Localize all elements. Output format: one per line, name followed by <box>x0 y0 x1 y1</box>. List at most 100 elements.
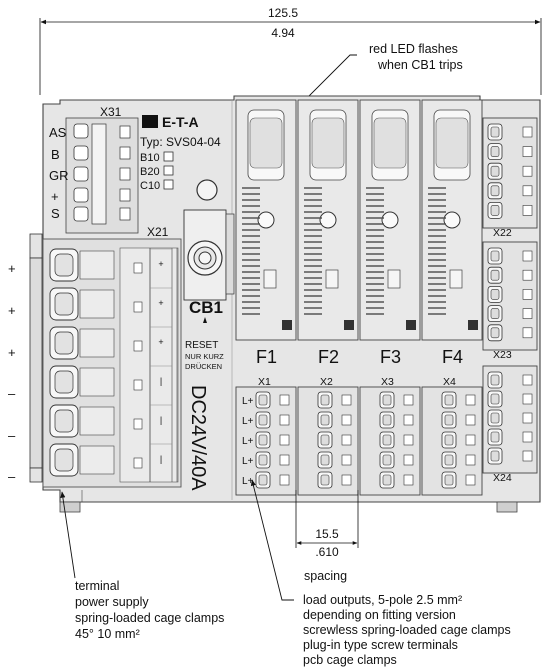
right-test-point <box>522 450 533 462</box>
output-label-x3: X3 <box>381 376 394 388</box>
reset-line1: RESET <box>185 340 218 351</box>
spacing-dimension: 15.5 .610 spacing <box>295 490 359 583</box>
supply-test-point <box>133 379 143 391</box>
supply-clamp-hole <box>54 253 74 277</box>
fuse-latch <box>325 269 339 289</box>
pin-label-4: L+ <box>242 456 254 467</box>
output-test-point <box>341 394 352 406</box>
led-callout: red LED flashes when CB1 trips <box>219 42 463 186</box>
brand-name: E-T-A <box>162 114 199 130</box>
supply-test-point <box>133 340 143 352</box>
right-clamp-hole <box>490 205 500 216</box>
fuse-label-f1: F1 <box>256 347 277 367</box>
polarity-6: – <box>8 469 16 484</box>
width-in: 4.94 <box>271 26 295 40</box>
output-clamp-hole <box>444 474 454 486</box>
load-caption-4: plug-in type screw terminals <box>303 638 458 652</box>
output-label-x2: X2 <box>320 376 333 388</box>
block-label-x22: X22 <box>493 227 512 239</box>
right-clamp-hole <box>490 269 500 281</box>
output-clamp-hole <box>382 414 392 426</box>
output-clamp-hole <box>258 394 268 406</box>
din-rail <box>29 233 43 483</box>
terminal-caption-1: terminal <box>75 579 119 593</box>
polarity-2: + <box>8 303 16 318</box>
output-test-point <box>279 454 290 466</box>
terminal-caption: terminal power supply spring-loaded cage… <box>75 579 224 641</box>
supply-clamp-lever <box>79 289 115 319</box>
fuse-led <box>381 211 399 229</box>
pin-label-2: L+ <box>242 416 254 427</box>
right-test-point <box>522 374 533 386</box>
output-clamp-hole <box>382 474 392 486</box>
output-label-x1: X1 <box>258 376 271 388</box>
output-test-point <box>465 414 476 426</box>
supply-clamp-lever <box>79 328 115 358</box>
cb1-breaker: CB1 RESET NUR KURZ DRÜCKEN <box>183 209 235 371</box>
pin-label-3: L+ <box>242 436 254 447</box>
option-c10-checkbox <box>163 179 174 190</box>
x31-label: X31 <box>100 105 122 119</box>
right-clamp-hole <box>490 327 500 339</box>
output-clamp-hole <box>320 414 330 426</box>
output-test-point <box>279 434 290 446</box>
rating-label: DC24V/40A <box>187 385 209 491</box>
supply-polarity-mark: | <box>160 376 162 386</box>
output-clamp-hole <box>382 434 392 446</box>
fuse-label-f4: F4 <box>442 347 463 367</box>
output-terminals <box>235 386 483 496</box>
spacing-in: .610 <box>315 545 339 559</box>
right-clamp-hole <box>490 450 500 462</box>
polarity-1: + <box>8 261 16 276</box>
fuse-logo-icon <box>468 320 478 330</box>
supply-clamp-hole <box>54 409 74 433</box>
output-pin-labels: L+ L+ L+ L+ L+ <box>242 396 254 487</box>
load-caption-1: load outputs, 5-pole 2.5 mm² <box>303 593 462 607</box>
output-clamp-hole <box>444 414 454 426</box>
supply-clamp-lever <box>79 445 115 475</box>
reset-line2: NUR KURZ <box>185 352 224 361</box>
terminal-x21: X21 +++||| <box>42 225 182 488</box>
output-test-point <box>465 434 476 446</box>
reset-arrow-icon <box>203 317 207 323</box>
output-clamp-hole <box>444 454 454 466</box>
terminal-caption-2: power supply <box>75 595 149 609</box>
output-clamp-hole <box>258 434 268 446</box>
terminal-leader <box>60 491 76 579</box>
brand-block: E-T-A Typ: SVS04-04 B10 B20 C10 <box>140 114 221 192</box>
output-test-point <box>341 474 352 486</box>
fuse-logo-icon <box>282 320 292 330</box>
supply-test-point <box>133 418 143 430</box>
load-caption: load outputs, 5-pole 2.5 mm² depending o… <box>303 593 511 667</box>
output-test-point <box>465 474 476 486</box>
load-caption-3: screwless spring-loaded cage clamps <box>303 623 511 637</box>
block-label-x23: X23 <box>493 349 512 361</box>
fuse-label-f2: F2 <box>318 347 339 367</box>
fuse-window <box>249 117 283 169</box>
right-test-point <box>522 126 533 138</box>
right-clamp-hole <box>490 146 500 157</box>
x21-label: X21 <box>147 225 169 239</box>
output-clamp-hole <box>320 474 330 486</box>
fuse-window <box>373 117 407 169</box>
output-clamp-hole <box>320 454 330 466</box>
pin-label-1: L+ <box>242 396 254 407</box>
width-mm: 125.5 <box>268 6 298 20</box>
pin-label-5: L+ <box>242 476 254 487</box>
output-clamp-hole <box>320 434 330 446</box>
right-clamp-hole <box>490 308 500 319</box>
output-test-point <box>465 394 476 406</box>
supply-polarity-mark: | <box>160 454 162 464</box>
fuse-led <box>443 211 461 229</box>
output-clamp-hole <box>444 394 454 406</box>
output-test-point <box>341 414 352 426</box>
fuse-window <box>435 117 469 169</box>
right-test-point <box>522 431 533 443</box>
output-test-point <box>465 454 476 466</box>
fuse-latch <box>449 269 463 289</box>
reset-line3: DRÜCKEN <box>185 362 222 371</box>
output-test-point <box>279 394 290 406</box>
fuse-led <box>319 211 337 229</box>
supply-clamp-lever <box>79 250 115 280</box>
